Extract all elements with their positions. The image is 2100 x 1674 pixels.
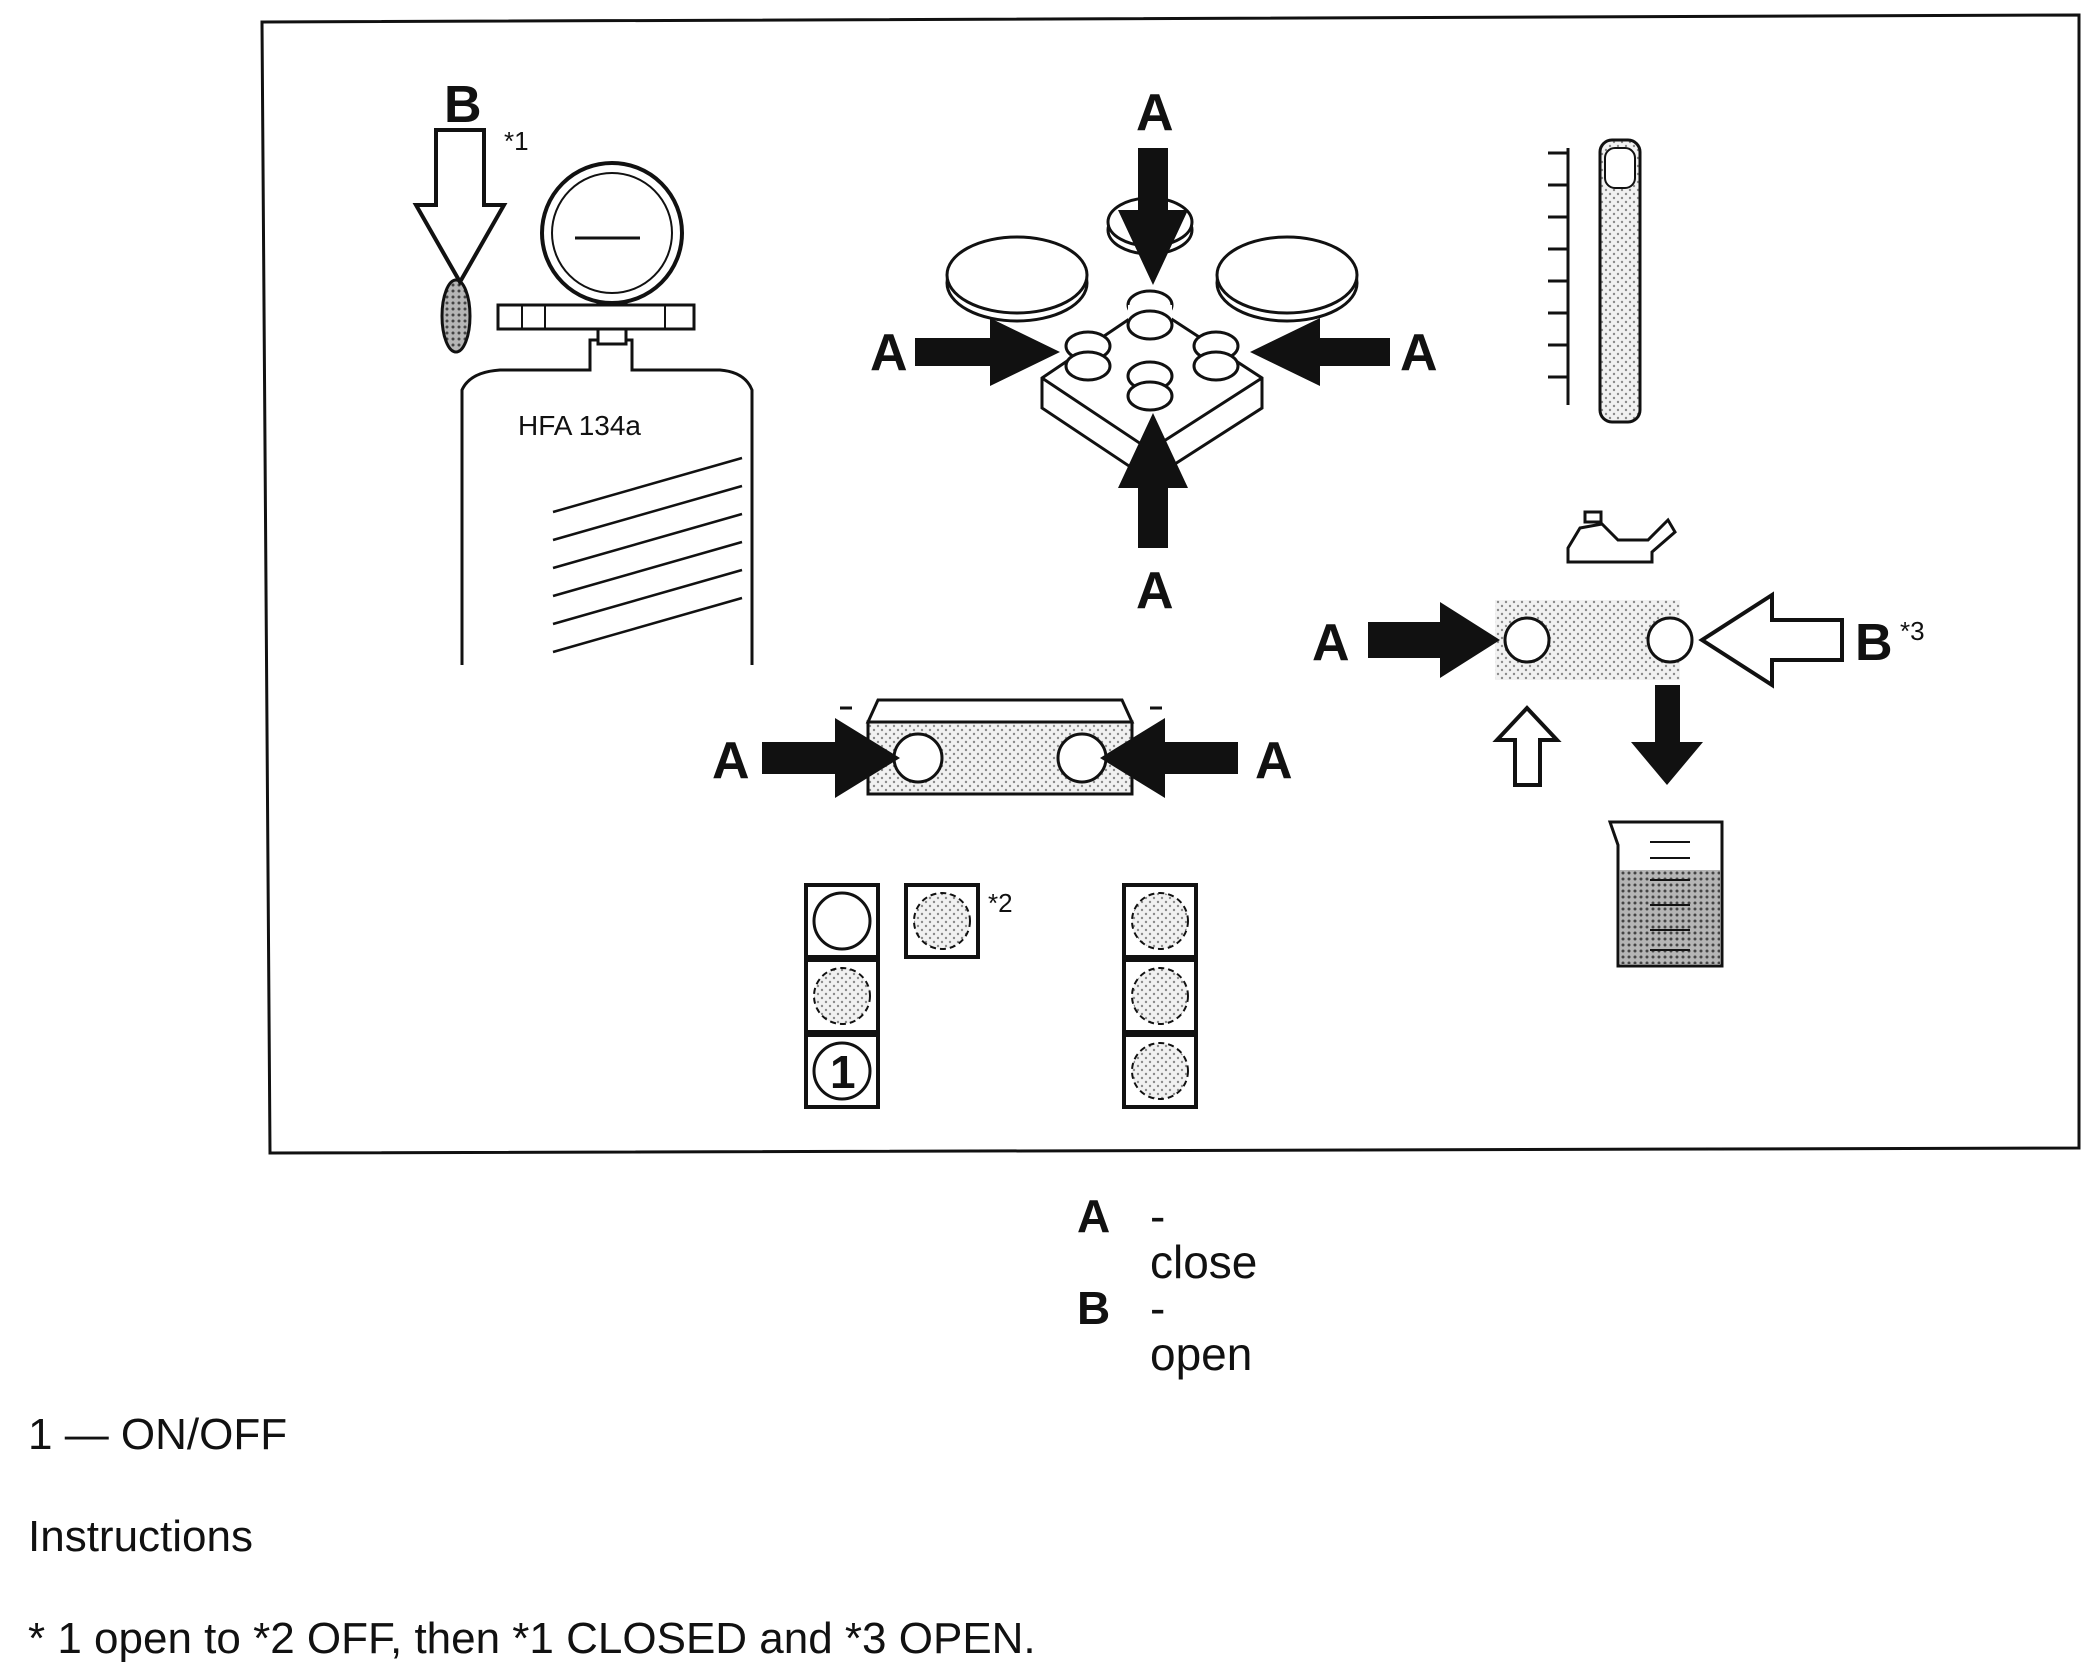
- scale-tube: [1548, 138, 1642, 424]
- switch-number: 1: [830, 1046, 856, 1098]
- pressure-gauge: [440, 161, 696, 354]
- arrow-a-right: [1250, 318, 1390, 386]
- oil-can-icon: [1566, 510, 1677, 564]
- label-a-bottom: A: [1136, 562, 1174, 620]
- legend-key-a: A: [1077, 1190, 1111, 1242]
- mark-3: *3: [1900, 616, 1925, 646]
- label-a-top: A: [1136, 84, 1174, 142]
- label-a-right: A: [1400, 324, 1438, 382]
- arrow-a-flow: [1368, 602, 1500, 678]
- mark-1: *1: [504, 126, 529, 156]
- figure-frame: [260, 13, 2081, 1155]
- label-a-bar-left: A: [712, 732, 750, 790]
- legend-desc-close: - close: [1150, 1190, 1258, 1288]
- refrigerant-valve-diagram: HFA 134a B *1: [260, 13, 2081, 1155]
- mark-2: *2: [988, 888, 1013, 918]
- arrow-a-top: [1118, 148, 1188, 285]
- arrow-a-bar-left: [762, 718, 900, 798]
- manifold-block: [945, 196, 1359, 482]
- valve-knob: [440, 278, 472, 354]
- valve-bar: [840, 698, 1162, 796]
- label-a-bar-right: A: [1255, 732, 1293, 790]
- arrow-b-flow: B *3: [1698, 591, 1925, 689]
- label-a-flow: A: [1312, 614, 1350, 672]
- arrow-a-left: [915, 318, 1060, 386]
- arrow-down-filled: [1631, 685, 1703, 785]
- legend-desc-open: - open: [1150, 1282, 1253, 1380]
- flow-chamber: [1495, 600, 1694, 680]
- label-a-left: A: [870, 324, 908, 382]
- arrow-up-outline: [1492, 705, 1562, 787]
- legend-key-b: B: [1077, 1282, 1111, 1334]
- instruction-text: * 1 open to *2 OFF, then *1 CLOSED and *…: [28, 1614, 1036, 1663]
- refrigerant-cylinder: HFA 134a: [460, 338, 754, 665]
- arrow-b-cylinder: B *1: [412, 76, 529, 287]
- label-b-flow: B: [1855, 614, 1893, 672]
- item-1-note: 1 — ON/OFF: [28, 1410, 288, 1459]
- instructions-heading: Instructions: [28, 1512, 253, 1561]
- label-b-cylinder: B: [444, 76, 482, 134]
- cylinder-label: HFA 134a: [518, 410, 641, 441]
- arrow-a-bottom: [1118, 413, 1188, 548]
- beaker: [1607, 820, 1724, 968]
- arrow-a-bar-right: [1100, 718, 1238, 798]
- switch-panel: *2 1: [804, 883, 1198, 1109]
